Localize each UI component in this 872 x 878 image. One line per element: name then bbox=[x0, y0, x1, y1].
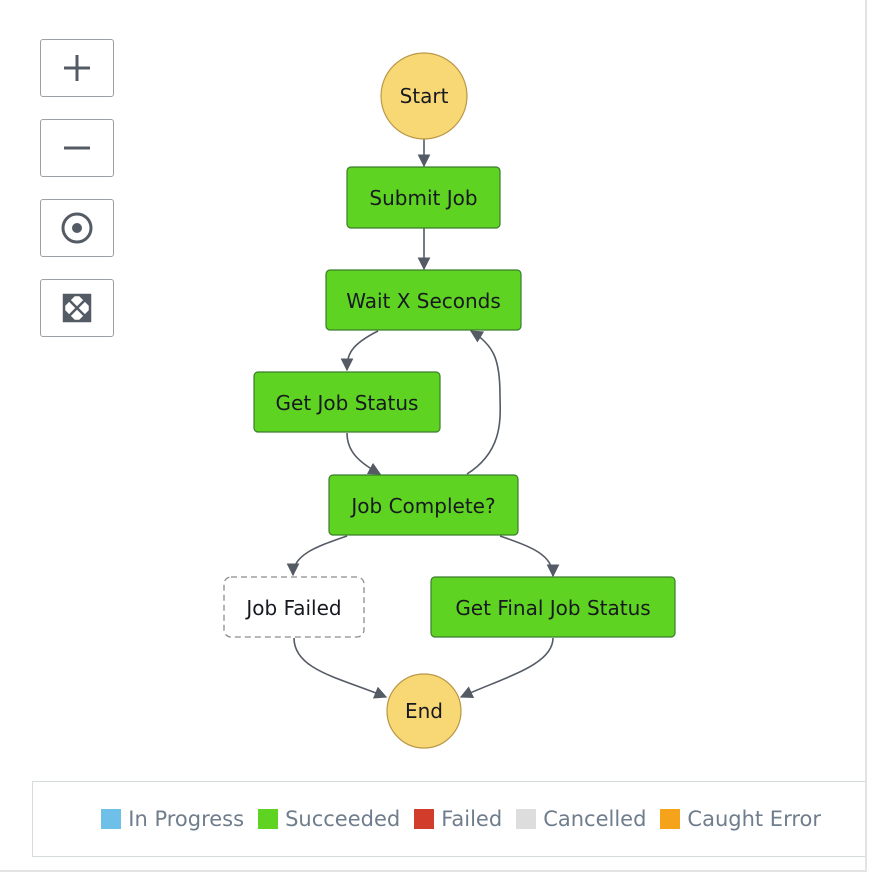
legend-in-progress-label: In Progress bbox=[128, 807, 245, 831]
get-final-job-status-label: Get Final Job Status bbox=[455, 596, 650, 620]
start-node[interactable]: Start bbox=[380, 52, 468, 140]
wait-x-seconds-label: Wait X Seconds bbox=[346, 289, 501, 313]
get-job-status-label: Get Job Status bbox=[276, 391, 419, 415]
legend-caught-error: Caught Error bbox=[660, 807, 821, 831]
edge-failed-to-end bbox=[293, 637, 388, 699]
state-submit-job[interactable]: Submit Job bbox=[346, 166, 501, 229]
legend-cancelled: Cancelled bbox=[516, 807, 646, 831]
status-legend: In Progress Succeeded Failed Cancelled C… bbox=[32, 781, 865, 857]
succeeded-swatch bbox=[258, 809, 279, 829]
legend-in-progress: In Progress bbox=[101, 807, 244, 831]
edge-complete-to-wait bbox=[466, 330, 502, 475]
legend-caught-error-label: Caught Error bbox=[687, 807, 821, 831]
edge-final-status-to-end bbox=[459, 637, 554, 699]
submit-job-label: Submit Job bbox=[369, 186, 477, 210]
in-progress-swatch bbox=[101, 809, 122, 829]
plus-icon bbox=[64, 55, 90, 81]
zoom-out-button[interactable] bbox=[40, 119, 114, 177]
edge-complete-to-failed bbox=[286, 535, 348, 577]
legend-failed: Failed bbox=[414, 807, 502, 831]
panel-border-bottom bbox=[0, 870, 867, 872]
edge-get-status-to-complete bbox=[346, 432, 382, 475]
state-job-failed[interactable]: Job Failed bbox=[223, 576, 365, 638]
caught-error-swatch bbox=[660, 809, 681, 829]
fit-to-screen-icon bbox=[62, 293, 92, 323]
state-wait-x-seconds[interactable]: Wait X Seconds bbox=[325, 269, 522, 331]
legend-failed-label: Failed bbox=[441, 807, 503, 831]
fit-to-screen-button[interactable] bbox=[40, 279, 114, 337]
minus-icon bbox=[64, 146, 90, 150]
edge-complete-to-final-status bbox=[499, 535, 560, 578]
failed-swatch bbox=[414, 809, 435, 829]
panel-border-right bbox=[865, 0, 867, 872]
center-graph-button[interactable] bbox=[40, 199, 114, 257]
state-job-complete[interactable]: Job Complete? bbox=[328, 474, 519, 536]
target-icon bbox=[61, 212, 93, 244]
legend-succeeded: Succeeded bbox=[258, 807, 400, 831]
zoom-in-button[interactable] bbox=[40, 39, 114, 97]
legend-succeeded-label: Succeeded bbox=[285, 807, 401, 831]
state-get-final-job-status[interactable]: Get Final Job Status bbox=[430, 576, 676, 638]
state-get-job-status[interactable]: Get Job Status bbox=[253, 371, 441, 433]
cancelled-swatch bbox=[516, 809, 537, 829]
legend-cancelled-label: Cancelled bbox=[543, 807, 647, 831]
workflow-graph: Start Submit Job Wait X Seconds Get Job … bbox=[223, 52, 676, 749]
job-failed-label: Job Failed bbox=[244, 596, 341, 620]
start-label: Start bbox=[400, 84, 449, 108]
job-complete-label: Job Complete? bbox=[349, 494, 495, 518]
end-label: End bbox=[405, 699, 443, 723]
edge-wait-to-get-status bbox=[340, 330, 379, 372]
end-node[interactable]: End bbox=[386, 673, 462, 749]
